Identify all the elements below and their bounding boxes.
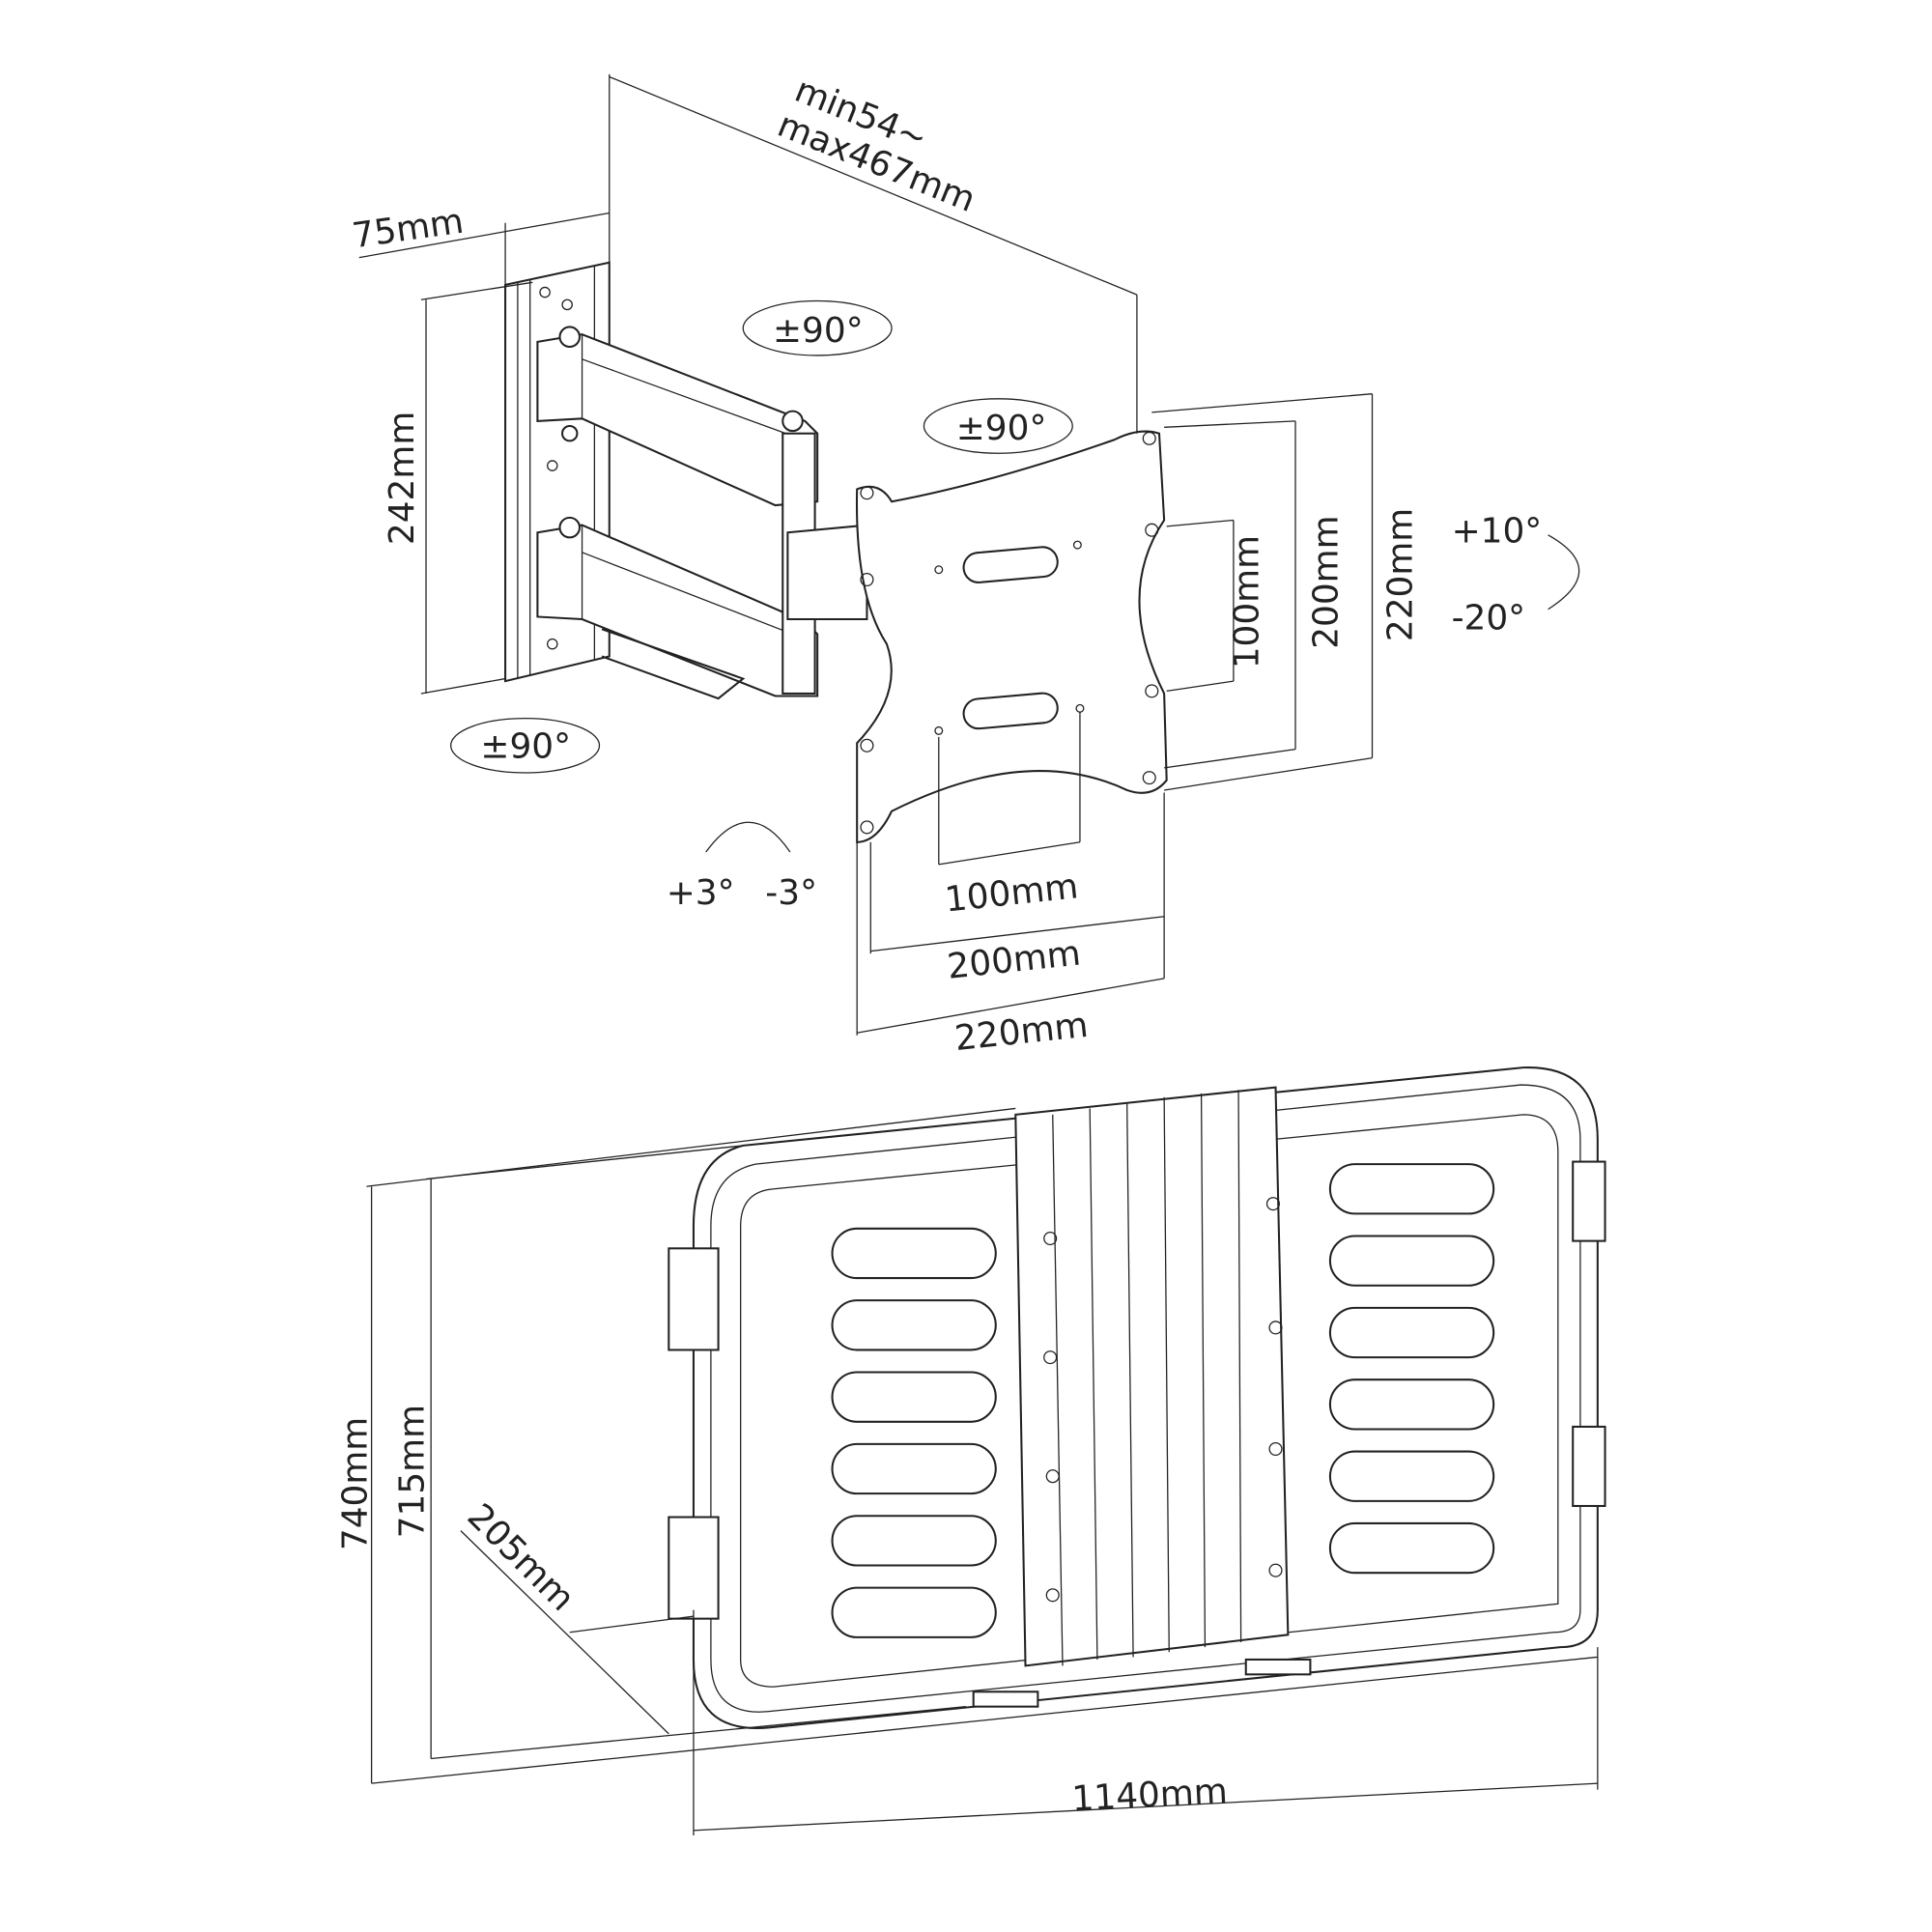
swivel-middle-label: ±90° xyxy=(956,409,1047,448)
vesa-inner-vertical-label: 100mm xyxy=(1228,535,1267,668)
tilt-arrow-icon xyxy=(1548,534,1580,611)
inner-height-label: 715mm xyxy=(392,1405,432,1538)
tilt-down-label: -20° xyxy=(1452,598,1526,638)
mount-front-view xyxy=(668,1066,1606,1729)
plate-width-label: 220mm xyxy=(952,1006,1090,1059)
width-label: 1140mm xyxy=(1071,1772,1229,1819)
tilt-up-label: +10° xyxy=(1452,512,1543,552)
swing-arm xyxy=(536,326,868,700)
vesa-plate xyxy=(855,430,1168,843)
vesa-inner-horizontal-label: 100mm xyxy=(943,867,1080,920)
swivel-top-label: ±90° xyxy=(773,311,864,351)
plate-height-label: 220mm xyxy=(1381,508,1421,641)
level-arrow-icon xyxy=(705,821,791,853)
depth-label: 205mm xyxy=(460,1496,582,1619)
swivel-ellipse-middle xyxy=(923,398,1073,454)
level-minus-label: -3° xyxy=(765,873,817,913)
dimension-lines-bottom xyxy=(366,1107,1599,1836)
wall-plate-depth-label: 75mm xyxy=(350,202,466,257)
overall-height-label: 740mm xyxy=(335,1417,375,1550)
swivel-ellipse-top xyxy=(742,299,893,356)
wall-plate-height-label: 242mm xyxy=(383,412,422,545)
vesa-outer-horizontal-label: 200mm xyxy=(946,934,1083,987)
swivel-bottom-label: ±90° xyxy=(480,727,571,767)
level-plus-label: +3° xyxy=(667,873,735,913)
dimension-lines-top xyxy=(358,73,1374,1036)
swivel-ellipse-bottom xyxy=(450,717,601,774)
vesa-outer-vertical-label: 200mm xyxy=(1307,515,1347,648)
